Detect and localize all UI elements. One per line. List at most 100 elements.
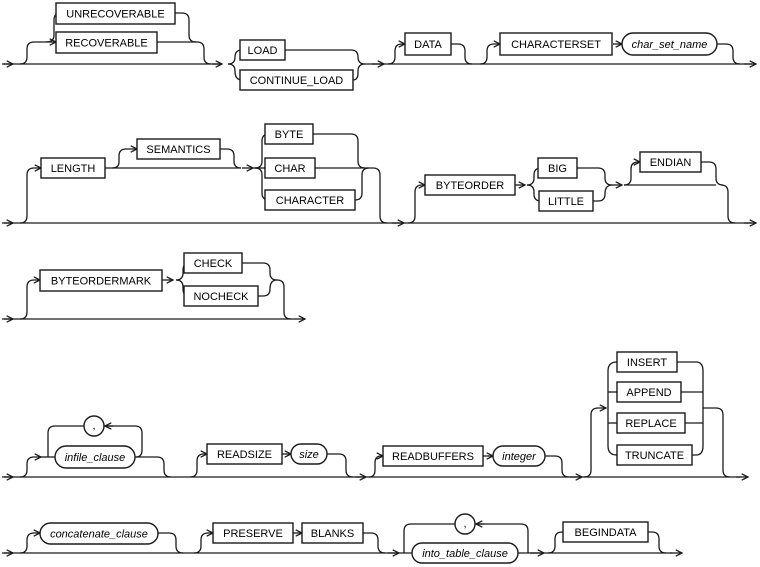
- row1-continue-load-exit: [352, 63, 366, 81]
- row5-into-loop-right: [475, 523, 529, 553]
- nonterminal-concatenate-clause-label: concatenate_clause: [50, 529, 148, 541]
- terminal-load-box: [239, 39, 286, 61]
- terminal-truncate: TRUNCATE: [616, 444, 693, 466]
- terminal-append: APPEND: [616, 381, 682, 403]
- terminal-semantics-box: [136, 138, 221, 160]
- row1-charset-exit: [717, 43, 741, 65]
- terminal-big-label: BIG: [548, 163, 567, 175]
- nonterminal-size: size: [290, 443, 328, 465]
- row1-load-branch-up: [227, 49, 243, 65]
- terminal-data-label: DATA: [414, 39, 442, 51]
- terminal-byteordermark-label: BYTEORDERMARK: [51, 276, 152, 288]
- row1-recoverable-entry: [19, 42, 56, 65]
- row3-nocheck-exit: [258, 279, 278, 297]
- row4-stack-left-rail: [607, 361, 618, 456]
- terminal-length-label: LENGTH: [51, 163, 96, 175]
- nonterminal-into-table-clause-label: into_table_clause: [422, 548, 508, 560]
- row4-infile-loop-right: [104, 425, 143, 458]
- row4-size-exit: [327, 453, 354, 478]
- row4-stack-entry: [583, 408, 606, 478]
- terminal-append-box: [616, 381, 682, 403]
- row4-readbuffers-entry: [368, 456, 383, 478]
- nonterminal-infile-clause: infile_clause: [54, 445, 136, 469]
- row2-semantics-entry: [111, 149, 137, 169]
- row5-blanks-exit: [363, 532, 386, 554]
- terminal-recoverable-label: RECOVERABLE: [65, 38, 148, 50]
- terminal-big: BIG: [537, 157, 578, 179]
- terminal-preserve: PRESERVE: [212, 522, 294, 544]
- nonterminal-size-label: size: [299, 449, 319, 461]
- row1-unrecoverable-exit: [175, 12, 197, 43]
- row5-begindata-entry: [547, 531, 563, 554]
- terminal-char-box: [264, 157, 316, 179]
- terminal-byte: BYTE: [264, 123, 314, 145]
- row4-stack-exit: [703, 407, 731, 478]
- terminal-endian-box: [639, 151, 702, 173]
- terminal-load-label: LOAD: [248, 45, 278, 57]
- row4-infile-entry: [19, 457, 41, 478]
- terminal-insert: INSERT: [616, 351, 678, 373]
- nonterminal-concatenate-clause: concatenate_clause: [39, 522, 159, 545]
- row5-concatenate-exit: [158, 532, 184, 554]
- terminal-replace-label: REPLACE: [625, 418, 676, 430]
- terminal-readbuffers-box: [382, 445, 484, 467]
- row2-length-entry: [19, 168, 41, 224]
- row4-infile-loop-left: [47, 425, 84, 457]
- terminal-blanks-box: [301, 522, 364, 544]
- row5-into-loop-left: [403, 523, 455, 553]
- terminal-unrecoverable-label: UNRECOVERABLE: [66, 9, 164, 21]
- terminal-data-box: [404, 32, 452, 56]
- terminal-load: LOAD: [239, 39, 286, 61]
- terminal-characterset-label: CHARACTERSET: [511, 39, 601, 51]
- nonterminal-size-oval: [290, 443, 328, 465]
- terminal-char-label: CHAR: [274, 163, 305, 175]
- terminal-truncate-box: [616, 444, 693, 466]
- terminal-nocheck: NOCHECK: [183, 285, 259, 307]
- terminal-continue-load-label: CONTINUE_LOAD: [250, 75, 344, 87]
- row5-begindata-exit: [648, 531, 667, 554]
- nonterminal-char-set-name-oval: [621, 32, 718, 56]
- terminal-blanks: BLANKS: [301, 522, 364, 544]
- nonterminal-char-set-name: char_set_name: [621, 32, 718, 56]
- row1-data-exit: [451, 43, 473, 65]
- row1-characterset-entry: [479, 44, 500, 65]
- terminal-length: LENGTH: [40, 157, 106, 179]
- terminal-character: CHARACTER: [264, 189, 356, 211]
- terminal-byteorder-label: BYTEORDER: [436, 180, 505, 192]
- row5-preserve-entry: [193, 533, 213, 554]
- terminal-byteordermark: BYTEORDERMARK: [39, 269, 163, 292]
- loop-separator-comma-infile-circle: [83, 415, 105, 437]
- terminal-begindata: BEGINDATA: [562, 521, 649, 543]
- terminal-readsize-box: [206, 443, 283, 465]
- row1-load-exit: [285, 49, 366, 65]
- terminal-char: CHAR: [264, 157, 316, 179]
- row2-semantics-exit: [220, 148, 242, 169]
- row3-check-exit: [242, 262, 278, 281]
- terminal-readsize-label: READSIZE: [217, 449, 272, 461]
- nonterminal-into-table-clause-oval: [411, 542, 519, 564]
- terminal-check-box: [183, 252, 243, 274]
- terminal-character-label: CHARACTER: [276, 195, 345, 207]
- terminal-check: CHECK: [183, 252, 243, 274]
- nonterminal-integer: integer: [492, 445, 546, 467]
- terminal-readsize: READSIZE: [206, 443, 283, 465]
- terminal-byteordermark-box: [39, 269, 163, 292]
- terminal-semantics-label: SEMANTICS: [146, 144, 210, 156]
- loop-separator-comma-infile: ,: [83, 415, 105, 437]
- row4-infile-exit: [135, 456, 172, 478]
- loop-separator-comma-infile-label: ,: [92, 420, 95, 432]
- connector-lines: [2, 12, 756, 554]
- nonterminal-integer-label: integer: [502, 451, 537, 463]
- terminal-truncate-label: TRUNCATE: [625, 450, 684, 462]
- terminal-nocheck-box: [183, 285, 259, 307]
- terminal-begindata-label: BEGINDATA: [575, 527, 638, 539]
- terminal-length-box: [40, 157, 106, 179]
- terminal-recoverable-box: [55, 31, 158, 54]
- terminal-little-box: [538, 190, 594, 212]
- terminal-character-box: [264, 189, 356, 211]
- terminal-byte-box: [264, 123, 314, 145]
- terminal-blanks-label: BLANKS: [311, 528, 354, 540]
- terminal-unrecoverable-box: [55, 2, 176, 25]
- terminal-replace: REPLACE: [616, 412, 686, 434]
